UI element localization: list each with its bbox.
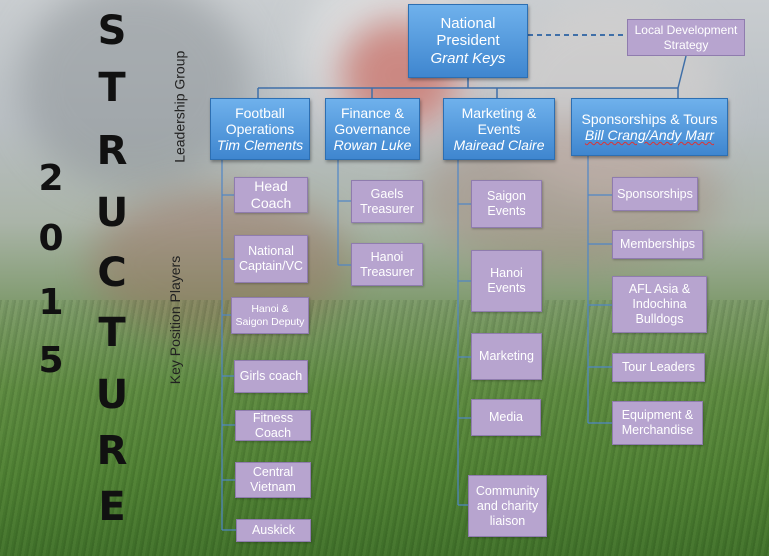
dept-lead: Rowan Luke (333, 137, 412, 154)
title-letter: R (96, 128, 128, 174)
title-letter: U (95, 190, 129, 236)
president-box: National President Grant Keys (408, 4, 528, 78)
title-letter: E (98, 484, 126, 530)
dept-lead: Tim Clements (216, 137, 304, 154)
dept-marketing-events: Marketing & Events Mairead Claire (443, 98, 555, 160)
strategy-box: Local Development Strategy (627, 19, 745, 56)
role-box: Equipment & Merchandise (612, 401, 703, 445)
year-digit: 2 (38, 158, 64, 199)
role-box: Head Coach (234, 177, 308, 213)
dept-title: Football Operations (225, 104, 295, 137)
role-box: Auskick (236, 519, 311, 542)
dept-title: Finance & Governance (334, 104, 411, 137)
leadership-group-label: Leadership Group (171, 50, 188, 163)
year-digit: 0 (38, 218, 64, 259)
dept-lead: Mairead Claire (453, 137, 545, 154)
role-box: Girls coach (234, 360, 308, 393)
role-box: Hanoi Treasurer (351, 243, 423, 286)
role-box: AFL Asia & Indochina Bulldogs (612, 276, 707, 333)
dept-title: Marketing & Events (461, 104, 537, 137)
role-box: Central Vietnam (235, 462, 311, 498)
dept-lead: Bill Crang/Andy Marr (584, 127, 715, 143)
president-title: National President (436, 15, 500, 50)
year-digit: 1 (38, 282, 64, 323)
dept-football-operations: Football Operations Tim Clements (210, 98, 310, 160)
role-box: Gaels Treasurer (351, 180, 423, 223)
role-box: Hanoi & Saigon Deputy (231, 297, 309, 334)
role-box: Tour Leaders (612, 353, 705, 382)
year-digit: 5 (38, 340, 64, 381)
dept-title: Sponsorships & Tours (581, 110, 718, 127)
key-position-players-label: Key Position Players (167, 255, 183, 385)
dept-sponsorships-tours: Sponsorships & Tours Bill Crang/Andy Mar… (571, 98, 728, 156)
dept-finance-governance: Finance & Governance Rowan Luke (325, 98, 420, 160)
role-box: Sponsorships (612, 177, 698, 211)
role-box: Media (471, 399, 541, 436)
role-box: National Captain/VC (234, 235, 308, 283)
president-name: Grant Keys (430, 49, 506, 67)
role-box: Saigon Events (471, 180, 542, 228)
role-box: Memberships (612, 230, 703, 259)
title-letter: R (96, 428, 128, 474)
title-letter: T (98, 65, 126, 111)
title-letter: U (95, 372, 129, 418)
title-letter: C (97, 250, 127, 296)
role-box: Fitness Coach (235, 410, 311, 441)
role-box: Community and charity liaison (468, 475, 547, 537)
role-box: Hanoi Events (471, 250, 542, 312)
title-letter: T (98, 310, 126, 356)
role-box: Marketing (471, 333, 542, 380)
title-letter: S (97, 8, 127, 54)
